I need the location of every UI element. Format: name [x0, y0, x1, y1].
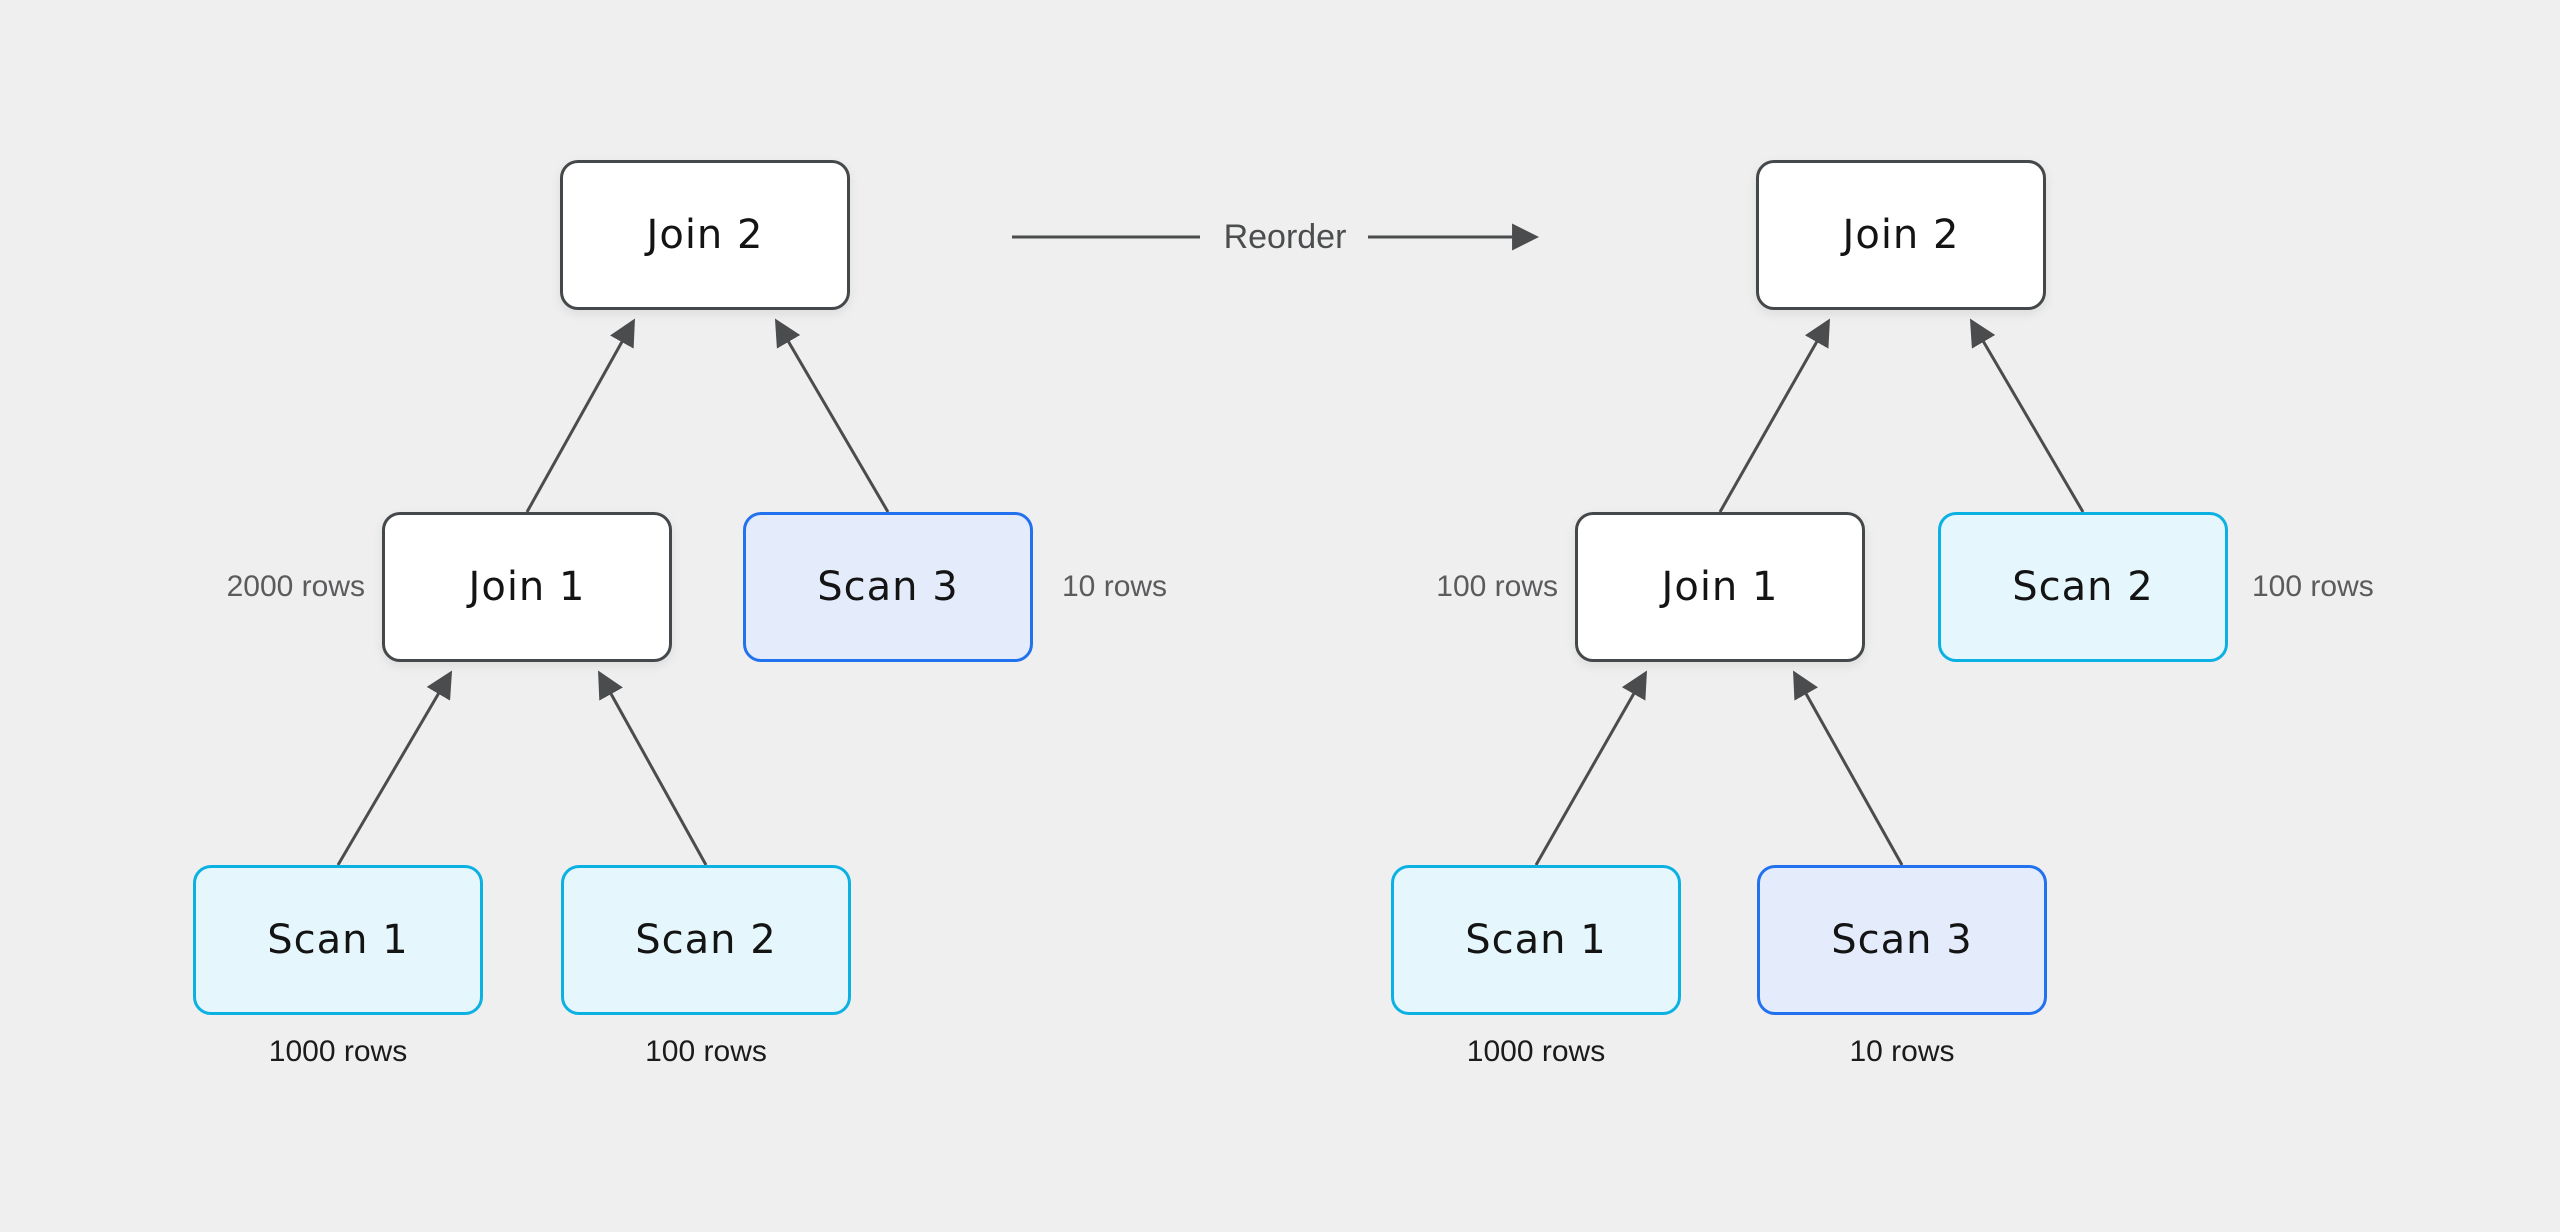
right-scan2-label: Scan 2: [2012, 564, 2154, 610]
reorder-label: Reorder: [1223, 218, 1347, 256]
edge-left-scan1-to-join1: [336, 670, 453, 866]
left-join2-node: Join 2: [560, 160, 850, 310]
right-scan1-node: Scan 1: [1391, 865, 1681, 1015]
edge-left-scan3-to-join2: [774, 318, 890, 513]
right-scan1-label: Scan 1: [1465, 917, 1607, 963]
right-scan3-label: Scan 3: [1831, 917, 1973, 963]
right-scan3-node: Scan 3: [1757, 865, 2047, 1015]
right-join1-node: Join 1: [1575, 512, 1865, 662]
right-scan3-rows-label: 10 rows: [1849, 1035, 1955, 1068]
left-scan1-label: Scan 1: [267, 917, 409, 963]
left-scan1-rows-label: 1000 rows: [268, 1035, 408, 1068]
left-join2-label: Join 2: [646, 212, 764, 258]
left-scan3-rows-label: 10 rows: [1062, 570, 1168, 603]
right-scan1-rows-label: 1000 rows: [1466, 1035, 1606, 1068]
left-scan3-label: Scan 3: [817, 564, 959, 610]
left-scan2-label: Scan 2: [635, 917, 777, 963]
left-scan2-node: Scan 2: [561, 865, 851, 1015]
left-join1-node: Join 1: [382, 512, 672, 662]
right-join1-rows-label: 100 rows: [1436, 570, 1558, 603]
right-scan2-node: Scan 2: [1938, 512, 2228, 662]
right-scan2-rows-label: 100 rows: [2252, 570, 2374, 603]
edge-right-join1-to-join2: [1718, 318, 1831, 513]
edge-right-scan3-to-join1: [1793, 670, 1904, 866]
left-scan3-node: Scan 3: [743, 512, 1033, 662]
edge-left-scan2-to-join1: [598, 670, 708, 866]
right-join1-label: Join 1: [1661, 564, 1779, 610]
left-scan2-rows-label: 100 rows: [645, 1035, 767, 1068]
right-join2-label: Join 2: [1842, 212, 1960, 258]
edge-right-scan1-to-join1: [1534, 670, 1648, 866]
left-scan1-node: Scan 1: [193, 865, 483, 1015]
left-join1-rows-label: 2000 rows: [226, 570, 365, 603]
edge-left-join1-to-join2: [525, 318, 635, 513]
edge-right-scan2-to-join2: [1969, 318, 2085, 513]
right-join2-node: Join 2: [1756, 160, 2046, 310]
left-join1-label: Join 1: [468, 564, 586, 610]
